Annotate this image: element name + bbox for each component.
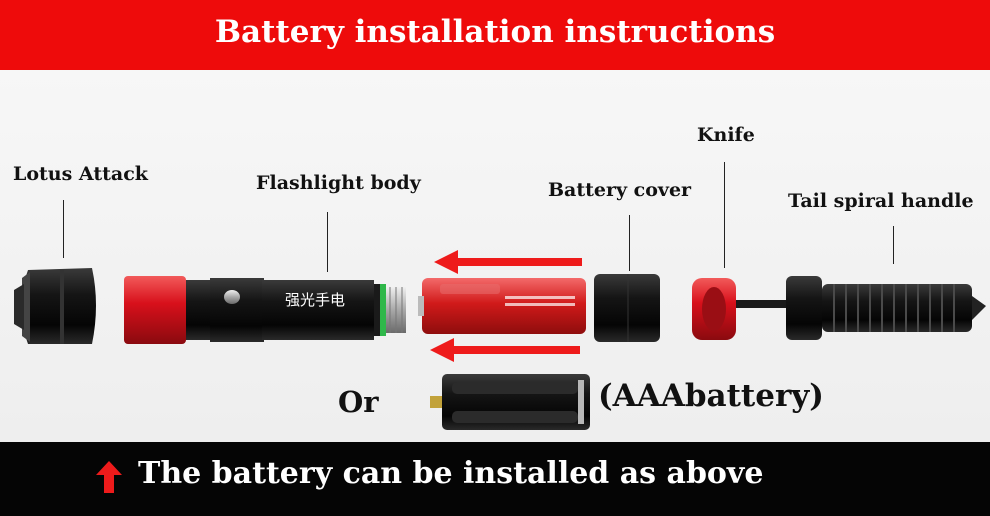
label-knife: Knife [697, 124, 755, 146]
aaa-battery-holder [430, 374, 590, 430]
leader-line [327, 212, 328, 272]
flashlight-body [124, 276, 406, 344]
footer-text: The battery can be installed as above [138, 456, 764, 491]
label-lotus-attack: Lotus Attack [13, 163, 148, 185]
leader-line [63, 200, 64, 258]
leader-line [724, 162, 725, 268]
tail-spiral-handle [786, 276, 986, 340]
or-label: Or [338, 385, 379, 419]
lotus-attack-head [14, 268, 96, 344]
leader-line [629, 215, 630, 271]
label-flashlight-body: Flashlight body [256, 172, 421, 194]
label-battery-cover: Battery cover [548, 179, 692, 201]
arrow-left-icon [430, 250, 582, 362]
leader-line [893, 226, 894, 264]
label-tail-spiral-handle: Tail spiral handle [788, 190, 974, 212]
header-banner [0, 0, 990, 70]
footer-banner [0, 442, 990, 516]
battery-cover [594, 274, 660, 342]
page-title: Battery installation instructions [214, 14, 776, 50]
arrow-up-icon [96, 461, 122, 493]
battery-18650 [418, 278, 586, 334]
aaa-battery-label: (AAAbattery) [598, 378, 824, 414]
knife-ring [692, 278, 792, 340]
body-print-text: 强光手电 [285, 291, 345, 309]
